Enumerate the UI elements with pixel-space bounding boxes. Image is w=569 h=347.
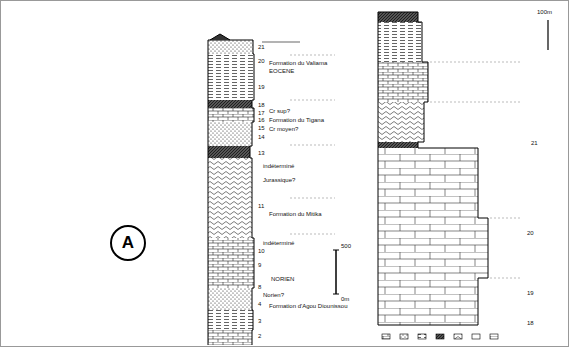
bed-number: 19 [526, 290, 535, 296]
stratigraphic-label: Norien? [262, 292, 285, 298]
bed-number: 8 [257, 284, 262, 290]
bed-number: 11 [257, 203, 265, 209]
stratigraphic-label: indéterminé [262, 240, 295, 246]
bed-number: 16 [257, 117, 266, 123]
bed-number: 19 [257, 84, 266, 90]
stratigraphic-label: indéterminé [262, 163, 295, 169]
stratigraphic-label: Cr moyen? [268, 126, 299, 132]
stratigraphic-label: NORIEN [270, 276, 295, 282]
stratigraphic-label: Formation du Valiama [268, 60, 328, 66]
scale-value: 500 [340, 243, 352, 249]
bed-number: 18 [526, 320, 535, 326]
bed-number: 17 [257, 110, 266, 116]
bed-number: 20 [257, 58, 266, 64]
bed-number: 13 [257, 150, 266, 156]
panel-letter: A [122, 233, 134, 253]
bed-number: 10 [257, 248, 266, 254]
bed-number: 21 [257, 44, 266, 50]
bed-number: 3 [257, 318, 262, 324]
stratigraphic-label: EOCENE [268, 68, 295, 74]
bed-number: 14 [257, 134, 266, 140]
panel-letter-circle: A [110, 225, 146, 261]
scale-value: 0m [340, 296, 350, 302]
stratigraphic-label: Formation d'Agou Diounissou [268, 303, 349, 309]
stratigraphic-label: Formation du Mitika [268, 211, 323, 217]
bed-number: 4 [257, 301, 262, 307]
stratigraphic-label: Jurassique? [262, 177, 296, 183]
bed-number: 15 [257, 125, 266, 131]
bed-number: 2 [257, 333, 262, 339]
bed-number: 9 [257, 262, 262, 268]
stratigraphic-label: Formation du Tigana [268, 117, 325, 123]
stratigraphic-label: Cr sup? [268, 108, 291, 114]
bed-number: 21 [530, 140, 539, 146]
bed-number: 18 [257, 102, 266, 108]
bed-number: 20 [526, 230, 535, 236]
scale-value: 100m [536, 9, 553, 15]
